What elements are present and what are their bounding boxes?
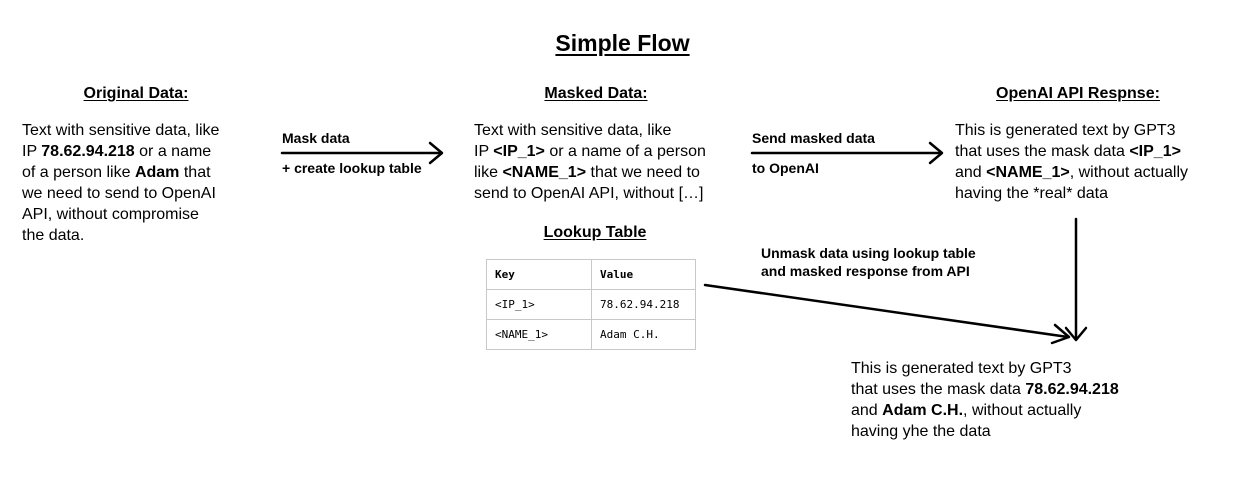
text-segment: This is generated text by GPT3 bbox=[851, 360, 1072, 377]
text-line: This is generated text by GPT3 bbox=[955, 120, 1188, 141]
send-arrow-label-bottom: to OpenAI bbox=[752, 160, 819, 176]
lookup-header-row: Key Value bbox=[486, 259, 696, 290]
highlighted-value: <NAME_1> bbox=[502, 164, 587, 181]
text-line: the data. bbox=[22, 225, 219, 246]
highlighted-value: 78.62.94.218 bbox=[41, 143, 135, 160]
text-segment: and bbox=[851, 402, 883, 419]
text-line: Text with sensitive data, like bbox=[474, 120, 706, 141]
text-segment: or a name of a person bbox=[544, 143, 706, 160]
masked-data-heading: Masked Data: bbox=[544, 85, 648, 102]
highlighted-value: Adam C.H. bbox=[882, 402, 964, 419]
api-response-text: This is generated text by GPT3 that uses … bbox=[955, 120, 1188, 204]
text-segment: that uses the mask data bbox=[851, 381, 1026, 398]
lookup-value-cell: Adam C.H. bbox=[591, 319, 696, 350]
highlighted-value: <NAME_1> bbox=[986, 164, 1070, 181]
lookup-header-key: Key bbox=[486, 259, 592, 290]
text-segment: API, without compromise bbox=[22, 206, 199, 223]
text-line: IP <IP_1> or a name of a person bbox=[474, 141, 706, 162]
text-line: and <NAME_1>, without actually bbox=[955, 162, 1188, 183]
text-segment: This is generated text by GPT3 bbox=[955, 122, 1176, 139]
masked-data-text: Text with sensitive data, like IP <IP_1> … bbox=[474, 120, 706, 204]
text-line: This is generated text by GPT3 bbox=[851, 358, 1119, 379]
text-segment: we need to send to OpenAI bbox=[22, 185, 216, 202]
diagram-title: Simple Flow bbox=[555, 30, 690, 56]
text-segment: IP bbox=[22, 143, 42, 160]
unmask-arrow-label-line2: and masked response from API bbox=[761, 263, 970, 279]
text-segment: that we need to bbox=[586, 164, 700, 181]
send-arrow-label-top: Send masked data bbox=[752, 130, 875, 146]
text-segment: having yhe the data bbox=[851, 423, 991, 440]
lookup-value-cell: 78.62.94.218 bbox=[591, 289, 696, 320]
lookup-key-cell: <NAME_1> bbox=[486, 319, 592, 350]
highlighted-value: Adam bbox=[134, 164, 180, 181]
text-line: send to OpenAI API, without […] bbox=[474, 183, 706, 204]
text-segment: or a name bbox=[134, 143, 212, 160]
text-line: that uses the mask data <IP_1> bbox=[955, 141, 1188, 162]
highlighted-value: 78.62.94.218 bbox=[1025, 381, 1119, 398]
text-line: we need to send to OpenAI bbox=[22, 183, 219, 204]
text-segment: like bbox=[474, 164, 503, 181]
text-segment: IP bbox=[474, 143, 494, 160]
text-line: that uses the mask data 78.62.94.218 bbox=[851, 379, 1119, 400]
mask-arrow bbox=[280, 141, 444, 165]
unmask-arrow-label-line1: Unmask data using lookup table bbox=[761, 245, 976, 261]
lookup-header-value: Value bbox=[591, 259, 696, 290]
original-data-heading: Original Data: bbox=[83, 85, 189, 102]
down-arrow bbox=[1064, 217, 1088, 342]
api-response-heading: OpenAI API Respnse: bbox=[996, 85, 1160, 102]
text-line: having the *real* data bbox=[955, 183, 1188, 204]
text-segment: , without actually bbox=[1069, 164, 1189, 181]
lookup-key-cell: <IP_1> bbox=[486, 289, 592, 320]
mask-arrow-label-top: Mask data bbox=[282, 130, 350, 146]
text-line: API, without compromise bbox=[22, 204, 219, 225]
lookup-table: Key Value <IP_1> 78.62.94.218 <NAME_1> A… bbox=[486, 259, 696, 350]
send-arrow bbox=[750, 141, 944, 165]
text-segment: , without actually bbox=[963, 402, 1082, 419]
highlighted-value: <IP_1> bbox=[493, 143, 545, 160]
text-line: and Adam C.H., without actually bbox=[851, 400, 1119, 421]
text-line: like <NAME_1> that we need to bbox=[474, 162, 706, 183]
final-output-text: This is generated text by GPT3 that uses … bbox=[851, 358, 1119, 442]
lookup-table-heading: Lookup Table bbox=[543, 224, 647, 241]
table-row: <IP_1> 78.62.94.218 bbox=[486, 289, 696, 320]
text-line: Text with sensitive data, like bbox=[22, 120, 219, 141]
unmask-arrow bbox=[703, 283, 1071, 345]
table-row: <NAME_1> Adam C.H. bbox=[486, 319, 696, 350]
highlighted-value: <IP_1> bbox=[1129, 143, 1181, 160]
mask-arrow-label-bottom: + create lookup table bbox=[282, 160, 422, 176]
text-segment: Text with sensitive data, like bbox=[22, 122, 220, 139]
text-line: of a person like Adam that bbox=[22, 162, 219, 183]
text-segment: send to OpenAI API, without […] bbox=[474, 185, 704, 202]
text-line: IP 78.62.94.218 or a name bbox=[22, 141, 219, 162]
text-segment: and bbox=[955, 164, 987, 181]
text-segment: having the *real* data bbox=[955, 185, 1108, 202]
text-segment: that bbox=[179, 164, 211, 181]
text-segment: the data. bbox=[22, 227, 85, 244]
text-line: having yhe the data bbox=[851, 421, 1119, 442]
text-segment: that uses the mask data bbox=[955, 143, 1130, 160]
text-segment: of a person like bbox=[22, 164, 135, 181]
text-segment: Text with sensitive data, like bbox=[474, 122, 672, 139]
